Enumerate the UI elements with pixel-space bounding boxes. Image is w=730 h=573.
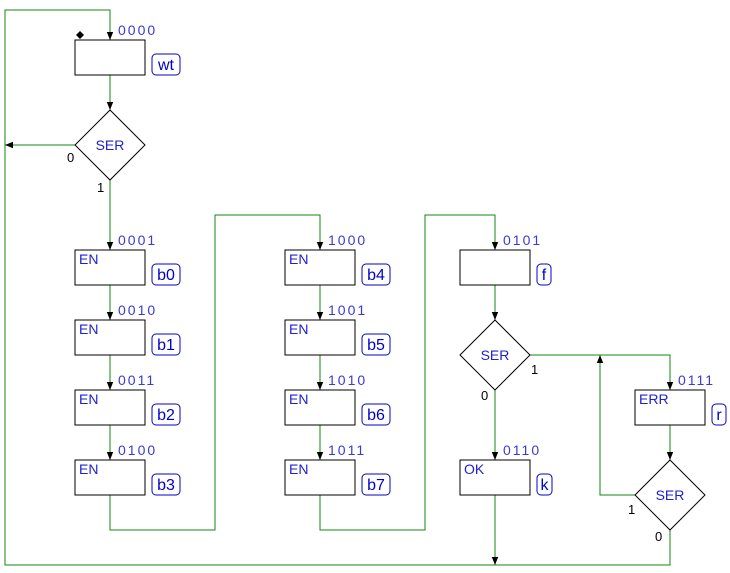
state-b6: 1010 EN b6 [284,372,391,426]
state-tag: k [541,477,550,494]
transition-b3-to-b4 [109,214,324,531]
decision-condition: SER [481,347,510,363]
state-output: EN [289,321,308,337]
decision-2: SER 1 0 [459,319,538,403]
state-code: 0000 [118,22,157,38]
state-b1: 0010 EN b1 [74,302,181,356]
state-output: EN [289,391,308,407]
state-code: 0110 [503,442,541,458]
state-tag-frame [361,263,391,286]
state-tag-frame [361,473,391,496]
branch-label-true: 1 [628,502,635,517]
state-b2: 0011 EN b2 [74,372,181,426]
state-code: 1011 [328,442,366,458]
state-code: 0101 [503,232,542,248]
state-output: EN [289,251,308,267]
state-code: 0100 [118,442,157,458]
state-box [284,249,356,286]
state-wt: 0000 wt [74,22,181,76]
state-tag-frame [536,263,552,286]
state-box [284,459,356,496]
state-tag-frame [151,263,181,286]
state-tag: wt [157,57,175,74]
state-tag-frame [151,53,181,76]
decision-condition: SER [96,137,125,153]
state-output: EN [79,251,98,267]
state-code: 0010 [118,302,157,318]
state-box [74,389,146,426]
state-output: EN [289,461,308,477]
state-box [74,319,146,356]
state-b4: 1000 EN b4 [284,232,391,286]
state-tag-frame [361,333,391,356]
state-tag-frame [151,473,181,496]
transition-b7-to-f [319,214,499,531]
branch-label-false: 0 [67,150,74,165]
state-k: 0110 OK k [459,442,553,496]
state-tag: b3 [157,477,175,494]
state-code: 1010 [328,372,367,388]
state-box [284,319,356,356]
branch-label-true: 1 [531,362,538,377]
state-tag: b1 [157,337,175,354]
state-tag: r [716,407,722,424]
state-output: EN [79,461,98,477]
state-output: EN [79,391,98,407]
state-output: EN [79,321,98,337]
decision-3: SER 1 0 [628,459,706,544]
state-tag: b6 [367,407,385,424]
state-code: 1000 [328,232,367,248]
state-f: 0101 f [459,232,552,286]
state-box [459,459,531,496]
state-tag-frame [151,333,181,356]
state-tag: f [542,267,547,284]
state-tag-frame [361,403,391,426]
decision-diamond [634,459,706,531]
state-b7: 1011 EN b7 [284,442,391,496]
decision-condition: SER [656,487,685,503]
state-r: 0111 ERR r [634,372,727,426]
branch-label-true: 1 [97,180,104,195]
state-box [634,389,706,426]
state-tag: b4 [367,267,385,284]
decision-1: SER 0 1 [67,109,146,195]
state-box [459,249,531,286]
state-output: OK [464,461,485,477]
state-tag: b5 [367,337,385,354]
state-code: 0111 [678,372,715,388]
state-tag-frame [536,473,553,496]
state-box [284,389,356,426]
state-tag-frame [151,403,181,426]
state-tag: b0 [157,267,175,284]
transition-loop-to-wt [4,9,671,566]
branch-label-false: 0 [655,529,662,544]
state-box [74,249,146,286]
initial-state-diamond-icon [76,31,84,39]
branch-label-false: 0 [481,388,488,403]
state-b0: 0001 EN b0 [74,232,181,286]
state-code: 0011 [118,372,156,388]
decision-diamond [459,319,531,391]
transition-decision-3-true [596,355,635,496]
transition-decision-2-true [530,354,674,390]
state-box [74,459,146,496]
state-b5: 1001 EN b5 [284,302,391,356]
state-tag: b7 [367,477,385,494]
state-tag-frame [711,403,727,426]
decision-diamond [74,109,146,181]
state-b3: 0100 EN b3 [74,442,181,496]
state-tag: b2 [157,407,175,424]
state-output: ERR [639,391,669,407]
state-box [74,39,146,76]
state-code: 1001 [328,302,367,318]
state-code: 0001 [118,232,157,248]
